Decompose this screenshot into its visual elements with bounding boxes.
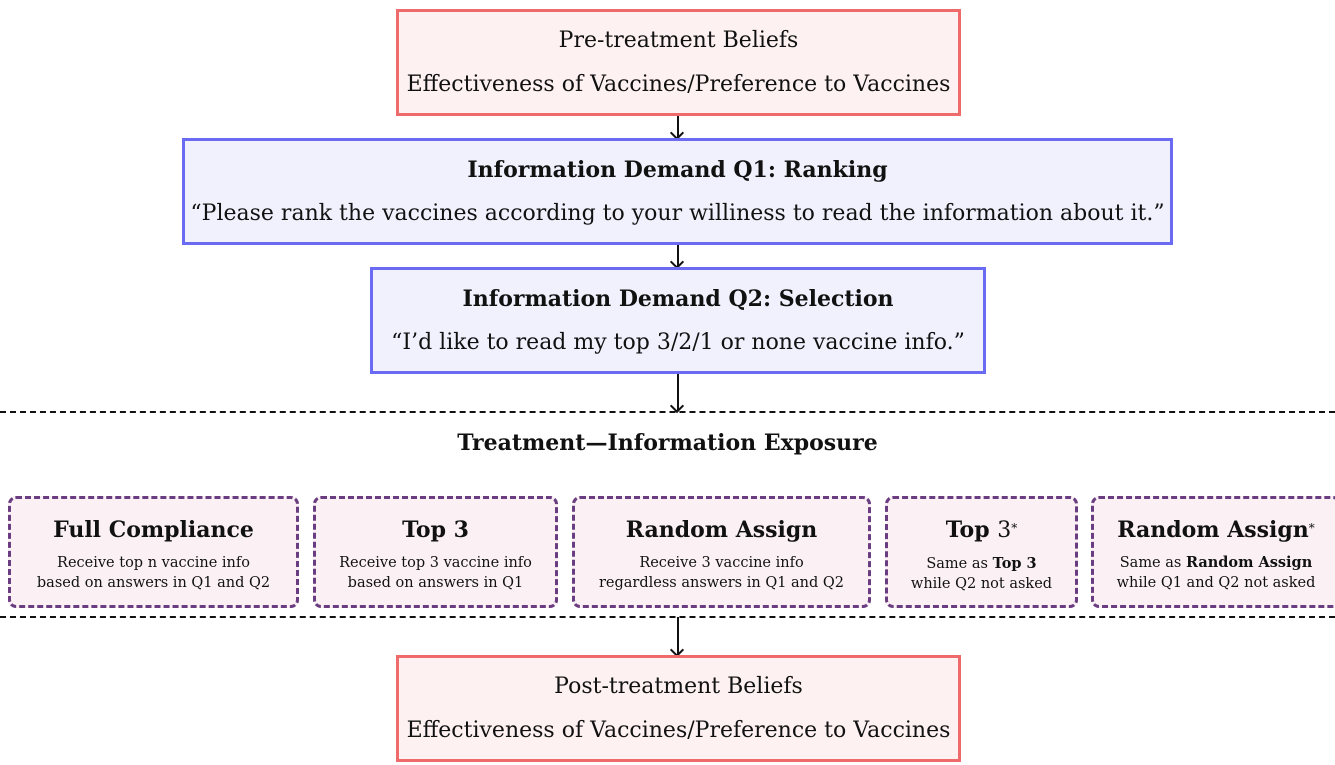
arm-title: Top 3*	[946, 515, 1018, 546]
arm-desc-bold: Random Assign	[1185, 554, 1313, 571]
arm-title: Random Assign*	[1117, 515, 1315, 545]
treatment-bottom-divider	[0, 616, 1335, 618]
arrow-treatment-to-post	[677, 617, 679, 655]
pre-treatment-beliefs-box: Pre-treatment Beliefs Effectiveness of V…	[396, 9, 961, 116]
arm-desc-prefix: Same as	[926, 556, 988, 572]
arm-title-mark: *	[1011, 521, 1018, 535]
q1-quote: “Please rank the vaccines according to y…	[190, 200, 1165, 226]
arm-top-3: Top 3 Receive top 3 vaccine info based o…	[313, 496, 558, 608]
arm-description: Receive 3 vaccine info regardless answer…	[599, 553, 844, 593]
arm-description: Same as Top 3 while Q2 not asked	[911, 554, 1052, 594]
post-treatment-beliefs-box: Post-treatment Beliefs Effectiveness of …	[396, 655, 961, 762]
arrow-q2-to-treatment	[677, 374, 679, 411]
arm-desc-line: regardless answers in Q1 and Q2	[598, 575, 845, 591]
arm-random-assign-star: Random Assign* Same as Random Assign whi…	[1091, 496, 1335, 608]
arm-desc-line: based on answers in Q1 and Q2	[36, 575, 271, 591]
arm-description: Receive top n vaccine info based on answ…	[37, 553, 270, 593]
arm-top-3-star: Top 3* Same as Top 3 while Q2 not asked	[885, 496, 1078, 608]
arm-title-mark: *	[1308, 521, 1315, 535]
q2-quote: “I’d like to read my top 3/2/1 or none v…	[391, 329, 965, 355]
arm-desc-prefix: Same as	[1119, 555, 1182, 571]
post-treatment-title: Post-treatment Beliefs	[554, 673, 803, 699]
arm-desc-line: while Q2 not asked	[910, 576, 1053, 592]
arm-desc-line: Same as Top 3	[911, 554, 1052, 574]
arm-title-bold: Random Assign	[1117, 517, 1309, 543]
arm-desc-line: based on answers in Q1	[347, 575, 524, 591]
arm-description: Same as Random Assign while Q1 and Q2 no…	[1117, 553, 1316, 593]
q1-ranking-box: Information Demand Q1: Ranking “Please r…	[182, 138, 1173, 245]
q1-title: Information Demand Q1: Ranking	[467, 156, 888, 183]
arm-title: Random Assign	[625, 517, 818, 543]
pre-treatment-subtitle: Effectiveness of Vaccines/Preference to …	[406, 71, 951, 97]
arm-random-assign: Random Assign Receive 3 vaccine info reg…	[572, 496, 871, 608]
arm-title: Top 3	[402, 517, 469, 543]
arm-title-bold: Top	[945, 517, 990, 543]
arm-description: Receive top 3 vaccine info based on answ…	[339, 553, 532, 593]
q2-title: Information Demand Q2: Selection	[462, 285, 894, 312]
arm-desc-line: Receive top n vaccine info	[57, 555, 250, 571]
post-treatment-subtitle: Effectiveness of Vaccines/Preference to …	[406, 717, 951, 743]
arm-title-number: 3	[997, 518, 1012, 543]
q2-selection-box: Information Demand Q2: Selection “I’d li…	[370, 267, 986, 374]
arm-desc-line: Receive 3 vaccine info	[639, 555, 804, 571]
treatment-section-title: Treatment—Information Exposure	[457, 430, 878, 456]
arm-desc-line: Same as Random Assign	[1117, 553, 1316, 573]
treatment-top-divider	[0, 411, 1335, 413]
arm-desc-line: Receive top 3 vaccine info	[339, 555, 532, 571]
arrow-pre-to-q1	[677, 116, 679, 138]
arm-title: Full Compliance	[53, 517, 254, 543]
pre-treatment-title: Pre-treatment Beliefs	[558, 27, 799, 53]
arm-desc-line: while Q1 and Q2 not asked	[1116, 575, 1316, 591]
arm-full-compliance: Full Compliance Receive top n vaccine in…	[8, 496, 299, 608]
arm-desc-bold: Top 3	[992, 555, 1037, 572]
arrow-q1-to-q2	[677, 245, 679, 267]
